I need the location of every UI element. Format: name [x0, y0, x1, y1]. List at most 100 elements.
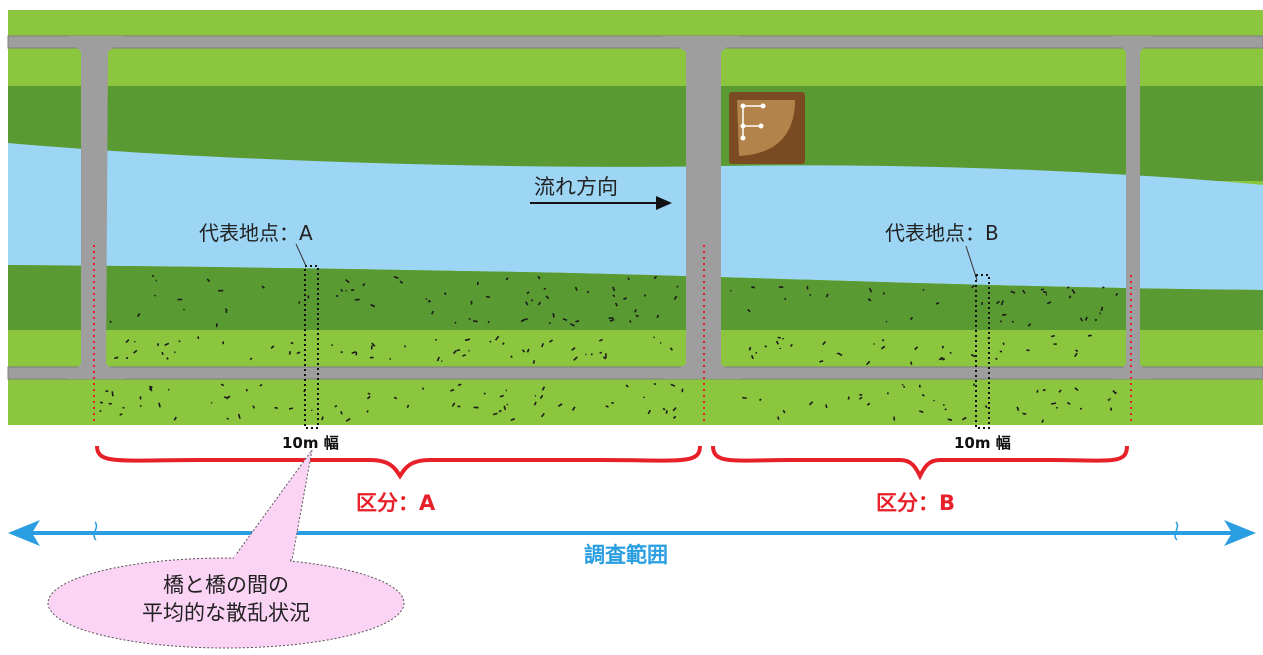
litter-speck	[948, 419, 952, 420]
litter-speck	[1004, 314, 1005, 315]
litter-speck	[486, 297, 490, 298]
litter-speck	[886, 321, 887, 322]
lower-road	[8, 367, 1263, 379]
litter-speck	[1080, 408, 1082, 409]
litter-speck	[1100, 313, 1101, 314]
litter-speck	[644, 397, 645, 398]
litter-speck	[1043, 292, 1047, 293]
litter-speck	[390, 358, 391, 359]
representative-point-a-label: 代表地点：A	[199, 217, 313, 246]
litter-speck	[162, 352, 163, 355]
legend-icon-dot	[741, 136, 746, 141]
litter-speck	[246, 389, 247, 391]
callout-line-1: 橋と橋の間の	[96, 571, 356, 599]
litter-speck	[126, 358, 128, 359]
litter-speck	[332, 344, 333, 345]
litter-speck	[810, 295, 811, 296]
litter-speck	[1088, 335, 1092, 336]
litter-speck	[112, 391, 113, 396]
litter-speck	[351, 290, 354, 291]
litter-speck	[167, 358, 169, 360]
litter-speck	[778, 417, 779, 420]
litter-speck	[423, 388, 424, 390]
riverbank-bands	[8, 10, 1263, 425]
litter-speck	[751, 287, 754, 288]
litter-speck	[654, 384, 656, 385]
litter-speck	[469, 319, 471, 320]
litter-speck	[778, 337, 781, 338]
litter-speck	[894, 417, 895, 421]
callout-join	[234, 555, 290, 565]
callout-pointer	[232, 450, 312, 560]
litter-speck	[436, 339, 437, 340]
representative-point-b-label: 代表地点：B	[885, 217, 999, 246]
litter-speck	[1051, 336, 1055, 337]
litter-speck	[585, 354, 586, 355]
litter-speck	[630, 320, 631, 322]
litter-speck	[291, 343, 293, 344]
litter-speck	[902, 384, 903, 385]
litter-speck	[154, 295, 155, 296]
litter-speck	[368, 393, 370, 394]
litter-speck	[1012, 321, 1014, 322]
litter-speck	[100, 410, 101, 412]
litter-speck	[490, 341, 491, 342]
litter-speck	[499, 411, 501, 412]
litter-speck	[884, 293, 885, 295]
litter-speck	[819, 361, 823, 362]
litter-speck	[442, 361, 443, 362]
litter-speck	[140, 406, 141, 407]
litter-speck	[922, 395, 924, 396]
section-a-label: 区分：A	[356, 487, 435, 517]
litter-speck	[644, 295, 645, 297]
litter-speck	[654, 337, 655, 338]
litter-speck	[587, 292, 589, 293]
litter-speck	[950, 353, 952, 354]
litter-speck	[275, 408, 278, 409]
litter-speck	[848, 397, 849, 400]
litter-speck	[606, 406, 609, 407]
litter-speck	[290, 351, 291, 355]
litter-speck	[153, 275, 154, 277]
litter-speck	[576, 321, 580, 322]
litter-speck	[134, 341, 135, 342]
litter-speck	[120, 414, 123, 415]
litter-speck	[826, 405, 827, 409]
callout-text: 橋と橋の間の 平均的な散乱状況	[96, 571, 356, 627]
legend-icon-dot	[741, 104, 746, 109]
litter-speck	[217, 323, 218, 327]
flow-direction-label: 流れ方向	[534, 171, 618, 201]
litter-speck	[760, 399, 762, 400]
litter-speck	[335, 406, 337, 407]
litter-speck	[636, 315, 639, 316]
litter-speck	[742, 398, 747, 399]
litter-speck	[765, 346, 767, 347]
litter-speck	[666, 410, 667, 413]
litter-speck	[677, 286, 678, 287]
litter-speck	[911, 362, 912, 365]
litter-speck	[100, 402, 103, 403]
brace-b	[713, 446, 1127, 476]
litter-speck	[110, 321, 111, 323]
upper-road	[8, 36, 1263, 48]
litter-speck	[341, 289, 342, 291]
strip-width-label-b: 10m 幅	[954, 432, 1011, 453]
litter-speck	[289, 408, 293, 409]
litter-speck	[535, 396, 536, 397]
litter-speck	[750, 347, 751, 350]
litter-speck	[457, 350, 460, 351]
litter-speck	[458, 384, 461, 385]
legend-icon-dot	[761, 104, 766, 109]
litter-speck	[445, 293, 446, 295]
litter-speck	[151, 387, 152, 392]
litter-speck	[226, 311, 227, 313]
litter-speck	[227, 418, 229, 419]
legend-icon-dot	[759, 124, 764, 129]
section-b-label: 区分：B	[876, 487, 955, 517]
litter-speck	[1051, 403, 1056, 404]
litter-speck	[367, 411, 368, 413]
litter-speck	[223, 342, 224, 345]
litter-speck	[553, 313, 554, 317]
litter-speck	[168, 389, 169, 390]
